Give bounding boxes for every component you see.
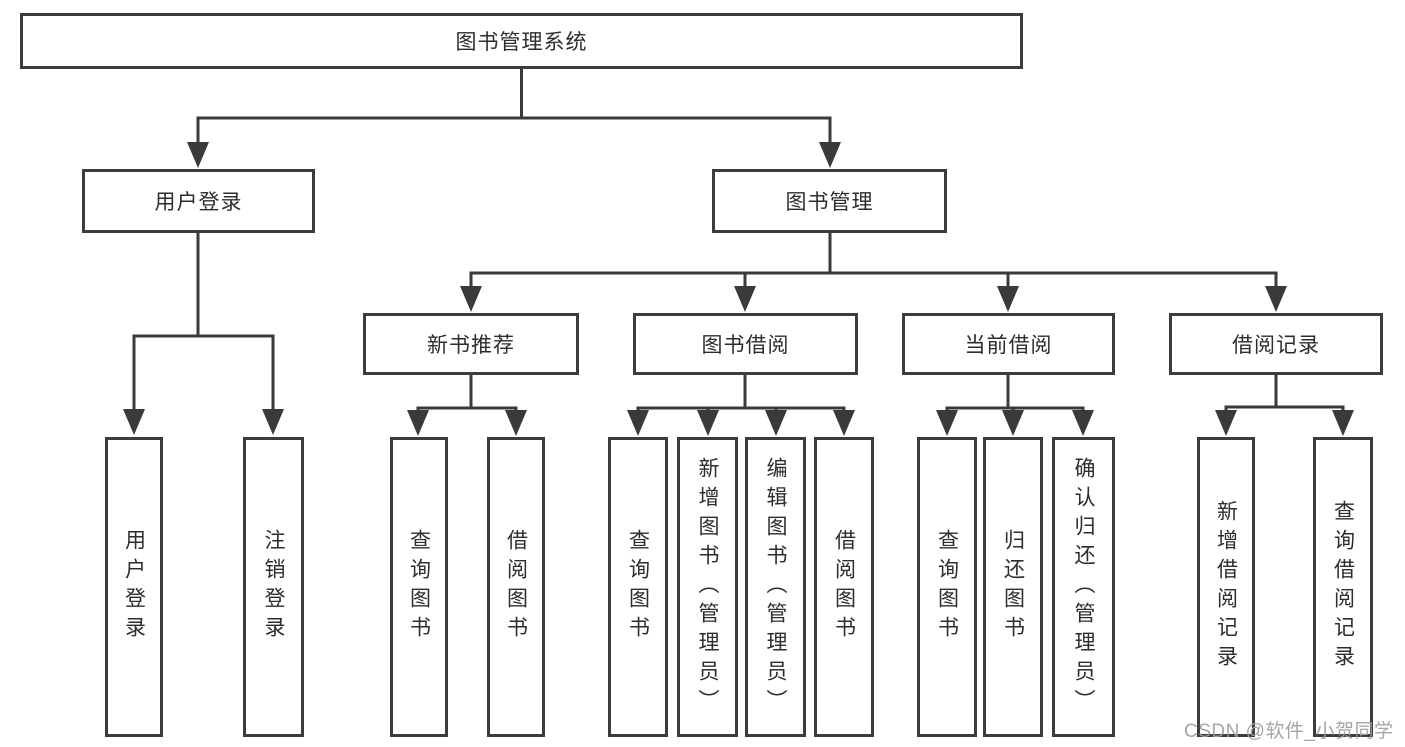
node-root: 图书管理系统 <box>20 13 1023 69</box>
leaf-current-query-books: 查询图书 <box>917 437 977 737</box>
leaf-newbook-borrow-books-label: 借阅图书 <box>504 529 528 645</box>
node-new-book-recommend-label: 新书推荐 <box>427 334 515 357</box>
leaf-newbook-borrow-books: 借阅图书 <box>487 437 545 737</box>
leaf-logout-label: 注销登录 <box>262 529 285 645</box>
node-user-login-label: 用户登录 <box>154 191 243 214</box>
leaf-add-books-admin-label: 新增图书（管理员） <box>696 456 719 718</box>
node-book-management-label: 图书管理 <box>785 191 874 214</box>
leaf-add-borrow-record: 新增借阅记录 <box>1197 437 1255 737</box>
leaf-edit-books-admin: 编辑图书（管理员） <box>745 437 806 737</box>
node-new-book-recommend: 新书推荐 <box>363 313 579 375</box>
leaf-current-query-books-label: 查询图书 <box>935 529 959 645</box>
leaf-user-login-label: 用户登录 <box>122 529 146 645</box>
leaf-add-books-admin: 新增图书（管理员） <box>677 437 738 737</box>
leaf-return-books-label: 归还图书 <box>1001 529 1025 645</box>
leaf-confirm-return-admin-label: 确认归还（管理员） <box>1072 456 1095 718</box>
node-borrow-record: 借阅记录 <box>1169 313 1383 375</box>
leaf-borrow-query-books-label: 查询图书 <box>626 529 650 645</box>
node-book-borrow-label: 图书借阅 <box>701 334 790 357</box>
node-user-login: 用户登录 <box>82 169 315 233</box>
leaf-borrow-query-books: 查询图书 <box>608 437 668 737</box>
node-book-management: 图书管理 <box>712 169 947 233</box>
leaf-borrow-books: 借阅图书 <box>814 437 874 737</box>
leaf-return-books: 归还图书 <box>983 437 1043 737</box>
node-book-borrow: 图书借阅 <box>633 313 858 375</box>
csdn-watermark: CSDN @软件_小贺同学 <box>1184 721 1394 742</box>
leaf-newbook-query-books-label: 查询图书 <box>407 529 431 645</box>
leaf-confirm-return-admin: 确认归还（管理员） <box>1052 437 1115 737</box>
leaf-newbook-query-books: 查询图书 <box>390 437 448 737</box>
leaf-query-borrow-record-label: 查询借阅记录 <box>1331 500 1355 674</box>
leaf-user-login: 用户登录 <box>105 437 163 737</box>
leaf-borrow-books-label: 借阅图书 <box>832 529 856 645</box>
leaf-edit-books-admin-label: 编辑图书（管理员） <box>764 456 787 718</box>
leaf-query-borrow-record: 查询借阅记录 <box>1313 437 1373 737</box>
node-root-label: 图书管理系统 <box>455 31 588 54</box>
leaf-add-borrow-record-label: 新增借阅记录 <box>1214 500 1238 674</box>
node-current-borrow: 当前借阅 <box>902 313 1115 375</box>
node-borrow-record-label: 借阅记录 <box>1232 334 1320 357</box>
leaf-logout: 注销登录 <box>243 437 304 737</box>
node-current-borrow-label: 当前借阅 <box>964 334 1053 357</box>
